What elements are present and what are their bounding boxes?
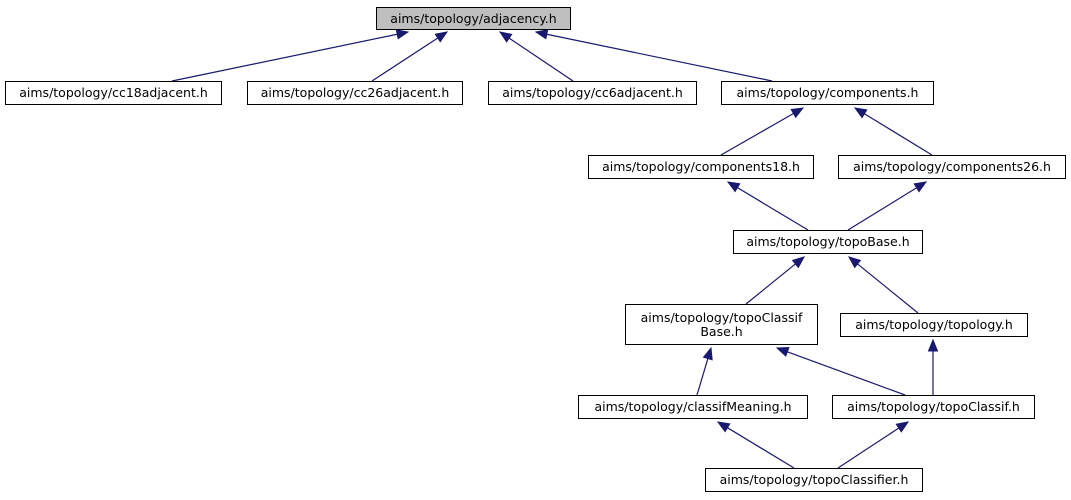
node-adjacency[interactable]: aims/topology/adjacency.h	[376, 7, 571, 30]
node-cc6adjacent[interactable]: aims/topology/cc6adjacent.h	[488, 81, 697, 105]
node-topoClassifBase[interactable]: aims/topology/topoClassif Base.h	[625, 304, 818, 345]
node-components26-label: aims/topology/components26.h	[853, 159, 1051, 174]
node-components18-label: aims/topology/components18.h	[602, 159, 800, 174]
node-topoClassif[interactable]: aims/topology/topoClassif.h	[832, 395, 1035, 419]
node-cc26adjacent-label: aims/topology/cc26adjacent.h	[260, 85, 450, 100]
edge-cc26adjacent-to-adjacency	[371, 37, 439, 82]
edge-topoClassifBase-to-topoBase	[745, 263, 796, 305]
edge-topoClassifier-to-classifMeaning	[727, 427, 795, 469]
edge-topoBase-to-components26	[847, 187, 917, 231]
node-topoClassifBase-label-line2: Base.h	[700, 323, 743, 339]
edge-cc6adjacent-to-adjacency	[508, 37, 574, 82]
arrowhead-topoBase-to-components18	[726, 181, 741, 193]
arrowhead-topoClassif-to-topology	[927, 338, 939, 352]
arrowhead-components26-to-components	[853, 107, 868, 119]
arrowhead-components18-to-components	[790, 107, 805, 119]
edge-topoBase-to-components18	[737, 187, 809, 231]
node-topoBase[interactable]: aims/topology/topoBase.h	[733, 230, 923, 254]
arrowhead-cc26adjacent-to-adjacency	[434, 31, 449, 43]
arrowhead-components-to-adjacency	[534, 29, 549, 40]
node-cc18adjacent[interactable]: aims/topology/cc18adjacent.h	[5, 81, 222, 105]
node-classifMeaning-label: aims/topology/classifMeaning.h	[594, 399, 792, 414]
arrowhead-cc6adjacent-to-adjacency	[498, 31, 513, 43]
edge-topoClassifier-to-topoClassif	[837, 427, 900, 469]
edge-components26-to-components	[864, 113, 933, 156]
arrowhead-topoClassif-to-topoClassifBase	[775, 347, 790, 357]
node-topoClassifier[interactable]: aims/topology/topoClassifier.h	[705, 468, 923, 492]
node-classifMeaning[interactable]: aims/topology/classifMeaning.h	[578, 395, 808, 419]
edge-cc18adjacent-to-adjacency	[171, 33, 398, 82]
node-topoClassif-label: aims/topology/topoClassif.h	[847, 399, 1020, 414]
arrowhead-topoClassifier-to-topoClassif	[895, 421, 910, 433]
edge-topology-to-topoBase	[857, 263, 919, 314]
arrowhead-topoClassifier-to-classifMeaning	[716, 421, 731, 433]
edge-components-to-adjacency	[546, 33, 773, 82]
node-components-label: aims/topology/components.h	[736, 85, 919, 100]
edge-components18-to-components	[720, 112, 794, 156]
node-components[interactable]: aims/topology/components.h	[721, 81, 934, 105]
node-topoClassifier-label: aims/topology/topoClassifier.h	[719, 472, 909, 487]
arrowhead-cc18adjacent-to-adjacency	[395, 29, 410, 40]
node-components18[interactable]: aims/topology/components18.h	[588, 155, 814, 179]
node-topoClassifBase-label-line1: aims/topology/topoClassif	[640, 309, 803, 325]
arrowhead-topoBase-to-components26	[913, 181, 928, 193]
arrowhead-topoClassifBase-to-topoBase	[791, 256, 806, 269]
edge-classifMeaning-to-topoClassifBase	[696, 358, 709, 396]
arrowhead-topology-to-topoBase	[847, 256, 862, 269]
edge-topoClassif-to-topoClassifBase	[787, 351, 906, 396]
node-components26[interactable]: aims/topology/components26.h	[838, 155, 1066, 179]
arrowhead-classifMeaning-to-topoClassifBase	[702, 346, 713, 361]
node-topoBase-label: aims/topology/topoBase.h	[746, 234, 910, 249]
node-topology-label: aims/topology/topology.h	[855, 317, 1013, 332]
node-cc18adjacent-label: aims/topology/cc18adjacent.h	[19, 85, 208, 100]
node-adjacency-label: aims/topology/adjacency.h	[390, 10, 557, 26]
node-topology[interactable]: aims/topology/topology.h	[840, 313, 1028, 337]
node-cc6adjacent-label: aims/topology/cc6adjacent.h	[502, 85, 683, 100]
node-cc26adjacent[interactable]: aims/topology/cc26adjacent.h	[247, 81, 463, 105]
